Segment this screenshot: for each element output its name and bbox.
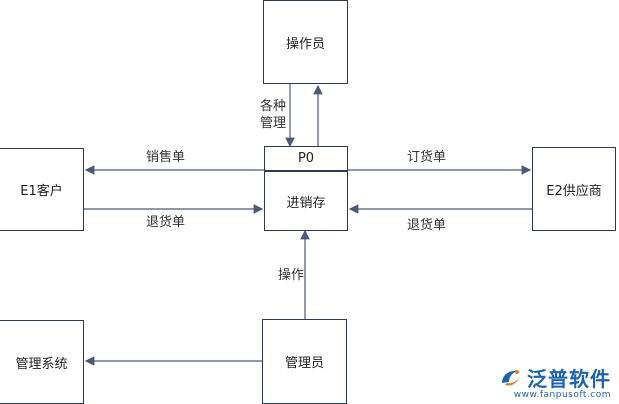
- brand-name: 泛普软件: [527, 367, 611, 391]
- operator-node: 操作员: [263, 0, 348, 84]
- process-p0-node: P0 进销存: [264, 146, 348, 231]
- brand-watermark: 泛普软件 www.fanpusoft.com: [499, 363, 611, 400]
- process-id-header: P0: [265, 147, 347, 172]
- mgmt-system-node: 管理系统: [0, 320, 84, 404]
- operator-label: 操作员: [285, 36, 325, 52]
- flow-label-sales-order: 销售单: [146, 150, 186, 165]
- process-name-label: 进销存: [286, 195, 326, 211]
- customer-label: E1客户: [20, 184, 63, 199]
- flow-label-operate: 操作: [278, 268, 305, 283]
- customer-node: E1客户: [0, 148, 84, 231]
- mgmt-system-label: 管理系统: [15, 356, 68, 372]
- admin-label: 管理员: [284, 356, 324, 371]
- process-name-body: 进销存: [265, 172, 347, 230]
- flow-label-various-mgmt: 各种 管理: [258, 98, 288, 132]
- flow-label-return-customer: 退货单: [146, 215, 186, 230]
- brand-url: www.fanpusoft.com: [513, 390, 611, 400]
- flow-label-mgmt: 管理: [259, 116, 286, 131]
- brand-logo-icon: [502, 369, 520, 386]
- supplier-node: E2供应商: [532, 147, 616, 231]
- process-id-label: P0: [297, 151, 315, 166]
- flow-label-return-supplier: 退货单: [407, 218, 447, 233]
- supplier-label: E2供应商: [546, 183, 602, 199]
- flow-label-purchase-order: 订货单: [407, 150, 447, 165]
- flow-label-various: 各种: [259, 99, 286, 114]
- admin-node: 管理员: [262, 319, 347, 404]
